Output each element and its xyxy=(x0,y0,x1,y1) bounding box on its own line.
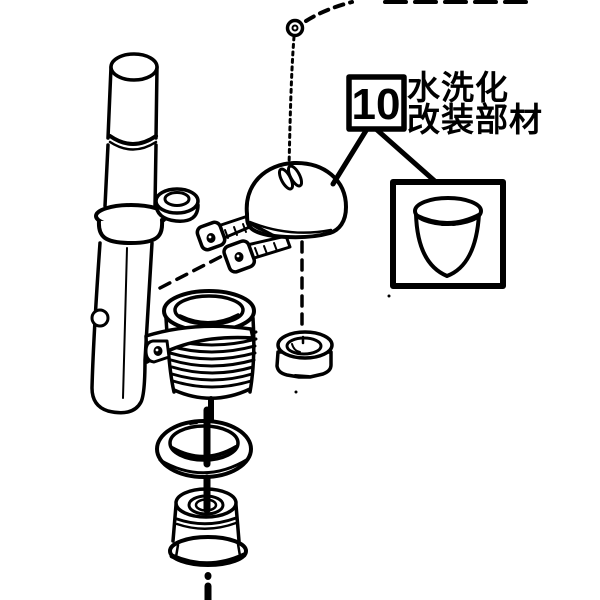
callout-leader-lines xyxy=(330,126,440,187)
chain-ring-icon xyxy=(285,18,305,38)
chain-pull-dashed-line xyxy=(304,0,354,23)
callout-title-line2: 改装部材 xyxy=(407,100,543,139)
callout-number-box: 10 xyxy=(346,74,407,132)
standpipe xyxy=(90,52,168,415)
tank-spud-fitting xyxy=(168,474,248,600)
pipe-collar-ring xyxy=(154,187,200,223)
float-flapper xyxy=(195,160,348,274)
callout-title-line1: 水洗化 xyxy=(407,68,509,107)
part-detail-box xyxy=(387,179,506,298)
seal-grommet xyxy=(275,330,334,394)
bead-chain xyxy=(287,35,296,169)
assembly-dashed-line xyxy=(158,251,230,290)
callout-number: 10 xyxy=(352,80,401,129)
callout-title: 水洗化 改装部材 xyxy=(407,68,543,139)
float-cup-drawing xyxy=(413,196,483,278)
spud-washer xyxy=(155,406,253,479)
valve-seat-threaded xyxy=(144,289,258,424)
